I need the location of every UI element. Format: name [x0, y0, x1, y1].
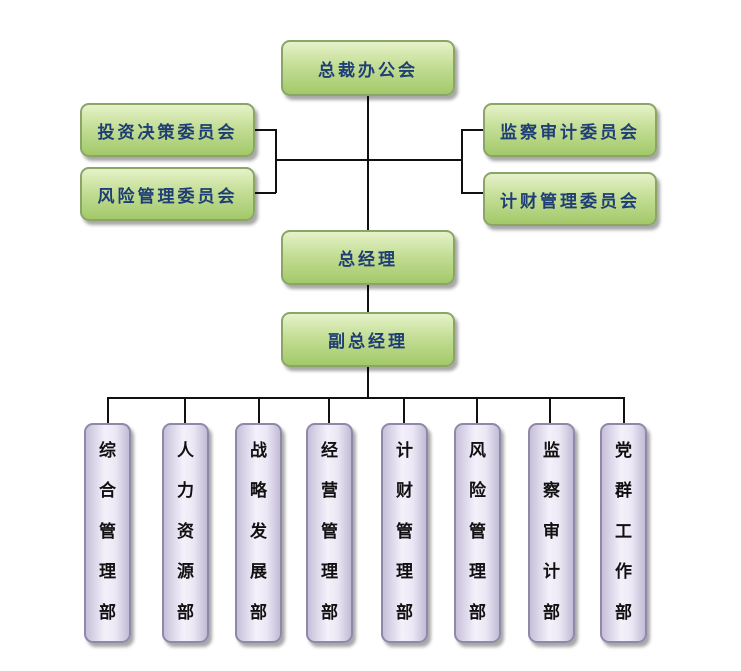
department-char: 理	[396, 562, 413, 583]
department-char: 管	[99, 521, 116, 542]
department-char: 部	[321, 602, 338, 623]
department-char: 审	[543, 521, 560, 542]
connector-line	[107, 397, 625, 399]
connector-line	[367, 366, 369, 398]
department-node[interactable]: 风险管理部	[454, 423, 501, 643]
department-char: 战	[250, 441, 267, 461]
department-node[interactable]: 战略发展部	[235, 423, 282, 643]
department-label: 风险管理部	[469, 425, 486, 641]
connector-line	[275, 129, 277, 193]
connector-line	[255, 129, 276, 131]
department-char: 管	[469, 521, 486, 542]
department-char: 部	[543, 602, 560, 623]
committee-risk[interactable]: 风险管理委员会	[80, 167, 255, 221]
department-char: 风	[469, 441, 486, 461]
department-char: 源	[177, 562, 194, 583]
department-node[interactable]: 人力资源部	[162, 423, 209, 643]
committee-label: 计财管理委员会	[500, 191, 640, 212]
department-node[interactable]: 计财管理部	[381, 423, 428, 643]
department-char: 部	[99, 602, 116, 623]
department-label: 综合管理部	[99, 425, 116, 641]
department-node[interactable]: 综合管理部	[84, 423, 131, 643]
department-char: 发	[250, 521, 267, 542]
department-label: 计财管理部	[396, 425, 413, 641]
department-node[interactable]: 经营管理部	[306, 423, 353, 643]
department-char: 力	[177, 481, 194, 502]
connector-line	[107, 397, 109, 424]
deputy-general-manager-label: 副总经理	[328, 332, 408, 352]
department-char: 部	[615, 602, 632, 623]
department-char: 部	[396, 602, 413, 623]
department-label: 经营管理部	[321, 425, 338, 641]
department-char: 监	[543, 441, 560, 461]
department-label: 人力资源部	[177, 425, 194, 641]
department-char: 险	[469, 481, 486, 502]
connector-line	[476, 397, 478, 424]
department-char: 计	[396, 441, 413, 461]
department-char: 理	[321, 562, 338, 583]
department-char: 财	[396, 481, 413, 502]
department-char: 管	[321, 521, 338, 542]
committee-finance[interactable]: 计财管理委员会	[483, 172, 657, 226]
department-char: 营	[321, 481, 338, 502]
department-char: 部	[469, 602, 486, 623]
department-char: 部	[250, 602, 267, 623]
department-char: 合	[99, 481, 116, 502]
department-char: 综	[99, 441, 116, 461]
connector-line	[367, 284, 369, 313]
department-char: 理	[469, 562, 486, 583]
connector-line	[461, 192, 484, 194]
connector-line	[367, 95, 369, 231]
department-char: 部	[177, 602, 194, 623]
connector-line	[255, 192, 276, 194]
department-char: 党	[615, 441, 632, 461]
department-node[interactable]: 党群工作部	[600, 423, 647, 643]
committee-investment[interactable]: 投资决策委员会	[80, 103, 255, 157]
department-char: 管	[396, 521, 413, 542]
department-char: 展	[250, 562, 267, 583]
department-char: 经	[321, 441, 338, 461]
department-label: 党群工作部	[615, 425, 632, 641]
connector-line	[276, 159, 462, 161]
department-label: 战略发展部	[250, 425, 267, 641]
department-label: 监察审计部	[543, 425, 560, 641]
top-node[interactable]: 总裁办公会	[281, 40, 455, 96]
connector-line	[328, 397, 330, 424]
department-char: 计	[543, 562, 560, 583]
committee-label: 监察审计委员会	[500, 122, 640, 143]
department-char: 略	[250, 481, 267, 502]
department-node[interactable]: 监察审计部	[528, 423, 575, 643]
connector-line	[623, 397, 625, 424]
department-char: 察	[543, 481, 560, 502]
department-char: 工	[615, 521, 632, 542]
connector-line	[184, 397, 186, 424]
department-char: 资	[177, 521, 194, 542]
connector-line	[461, 129, 463, 193]
general-manager-node[interactable]: 总经理	[281, 230, 455, 285]
connector-line	[258, 397, 260, 424]
committee-audit[interactable]: 监察审计委员会	[483, 103, 657, 157]
top-node-label: 总裁办公会	[318, 60, 418, 81]
connector-line	[461, 129, 484, 131]
committee-label: 风险管理委员会	[97, 186, 238, 207]
deputy-general-manager-node[interactable]: 副总经理	[281, 312, 455, 367]
department-char: 人	[177, 441, 194, 461]
connector-line	[403, 397, 405, 424]
department-char: 作	[615, 562, 632, 583]
department-char: 群	[615, 481, 632, 502]
department-char: 理	[99, 562, 116, 583]
general-manager-label: 总经理	[338, 250, 398, 270]
connector-line	[549, 397, 551, 424]
committee-label: 投资决策委员会	[97, 122, 238, 143]
